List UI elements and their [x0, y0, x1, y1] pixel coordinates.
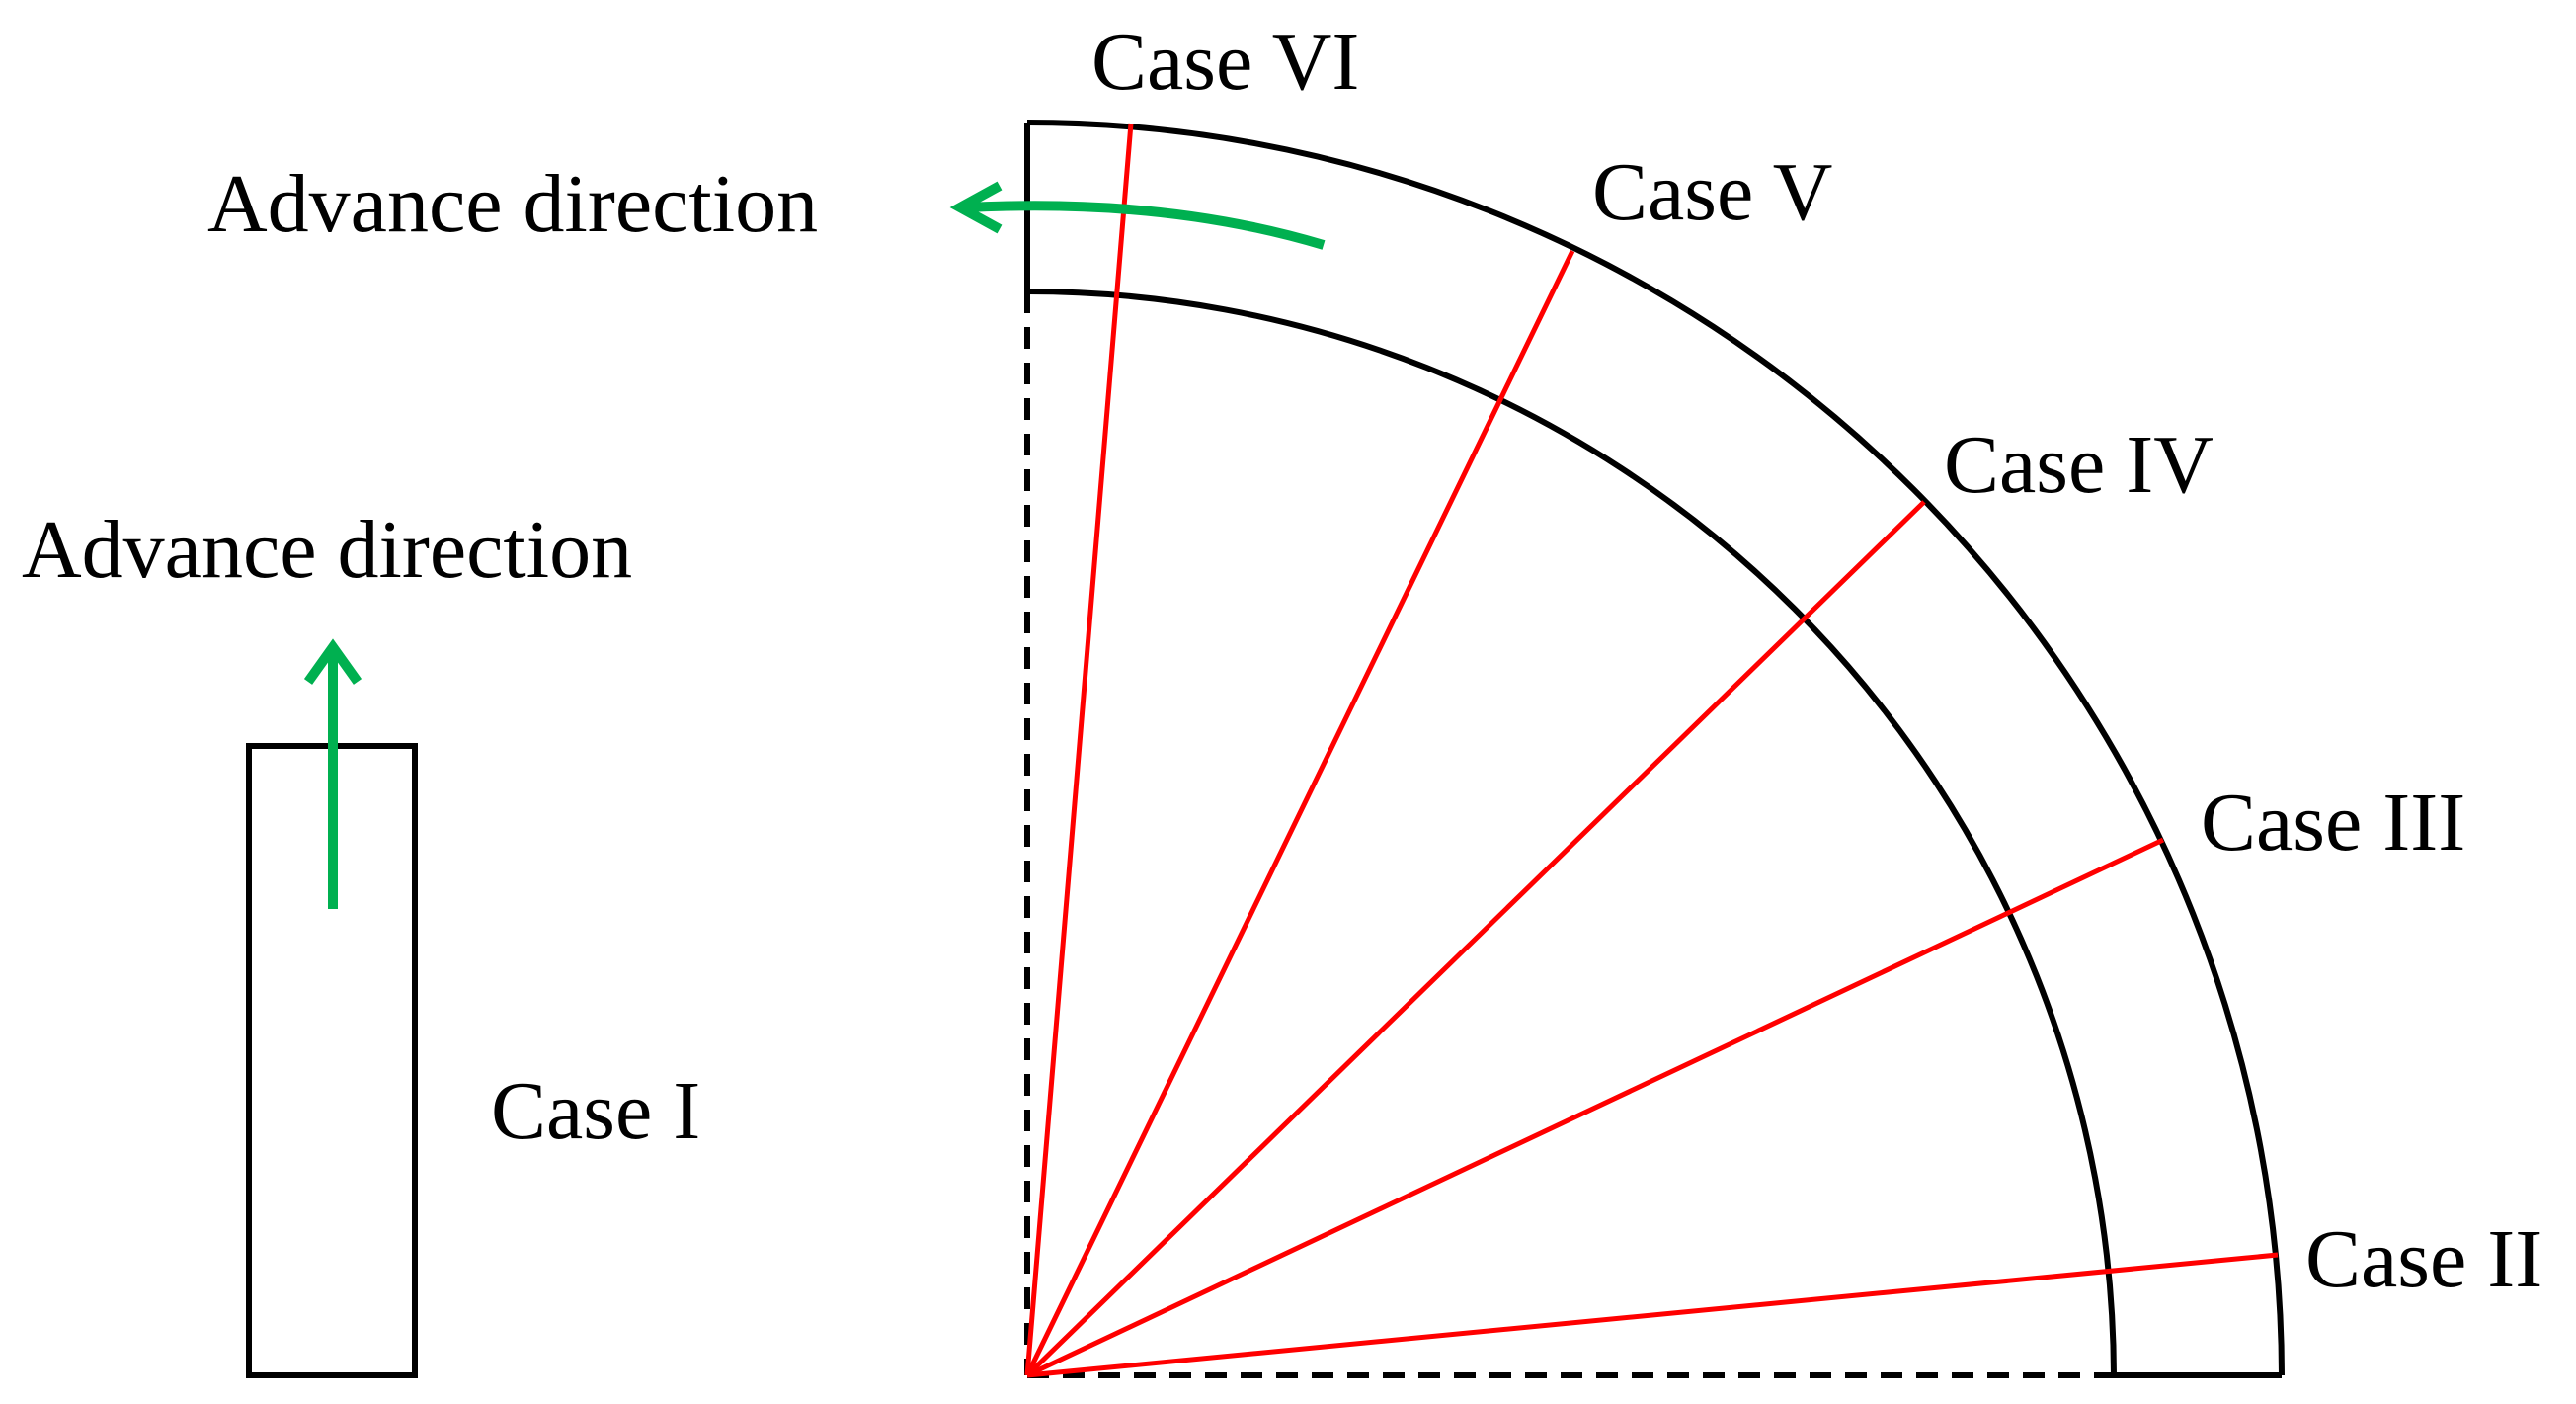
advance-arrow-curved-shaft — [967, 201, 1326, 250]
label-case-2: Case II — [2305, 1213, 2542, 1305]
curved-segment-inner-arc — [1026, 289, 2117, 1376]
advance-arrow-curved-head — [949, 181, 1003, 234]
case-line-3 — [1025, 837, 2165, 1378]
case-line-2 — [1026, 1252, 2279, 1378]
label-case-3: Case III — [2201, 777, 2465, 868]
case-line-6 — [1024, 123, 1134, 1376]
label-case-4: Case IV — [1944, 419, 2214, 511]
label-advance-direction-curved: Advance direction — [207, 158, 818, 250]
curved-segment-outer-arc — [1026, 120, 2285, 1376]
label-case-1: Case I — [491, 1065, 700, 1157]
case-lines — [1024, 123, 2279, 1378]
case-line-4 — [1025, 500, 1926, 1377]
advance-arrow-straight-head — [303, 638, 362, 685]
straight-segment — [246, 638, 418, 1378]
case-line-5 — [1024, 249, 1575, 1377]
advance-arrow-curved — [949, 181, 1326, 250]
label-advance-direction-straight: Advance direction — [22, 504, 632, 596]
labels: Advance direction Advance direction Case… — [22, 16, 2542, 1305]
label-case-5: Case V — [1592, 146, 1832, 238]
label-case-6: Case VI — [1091, 16, 1359, 108]
curved-segment — [1024, 120, 2285, 1378]
